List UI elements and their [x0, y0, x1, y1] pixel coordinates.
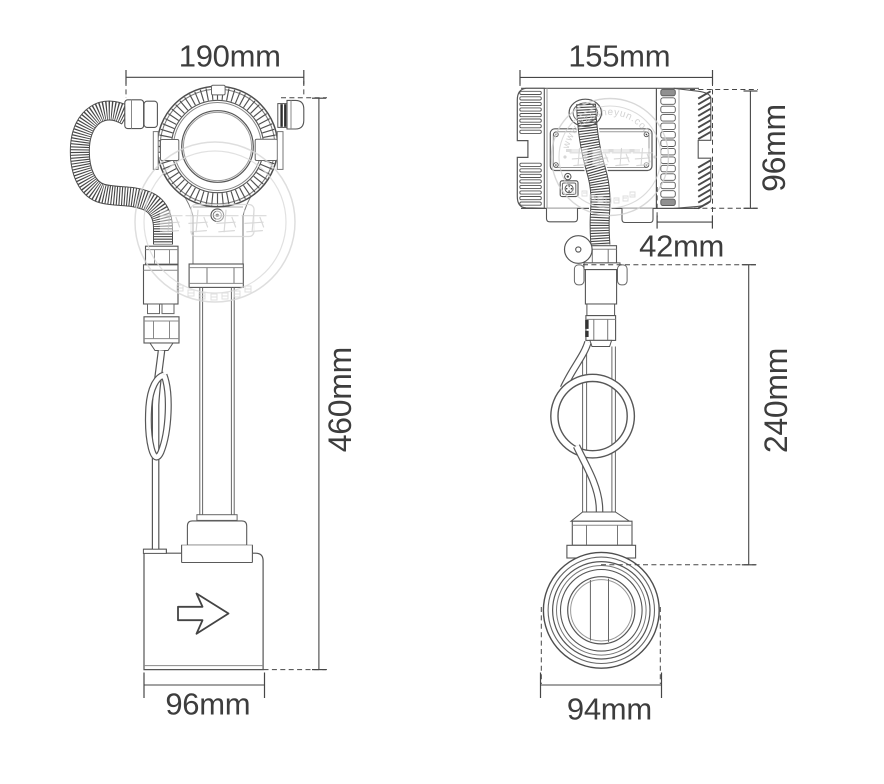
svg-text:460mm: 460mm [322, 347, 358, 452]
svg-text:96mm: 96mm [756, 104, 792, 192]
svg-text:42mm: 42mm [639, 229, 724, 264]
svg-text:190mm: 190mm [179, 39, 281, 74]
svg-text:155mm: 155mm [568, 39, 670, 74]
svg-text:94mm: 94mm [567, 692, 652, 727]
svg-text:96mm: 96mm [165, 687, 250, 722]
svg-text:240mm: 240mm [758, 348, 794, 453]
